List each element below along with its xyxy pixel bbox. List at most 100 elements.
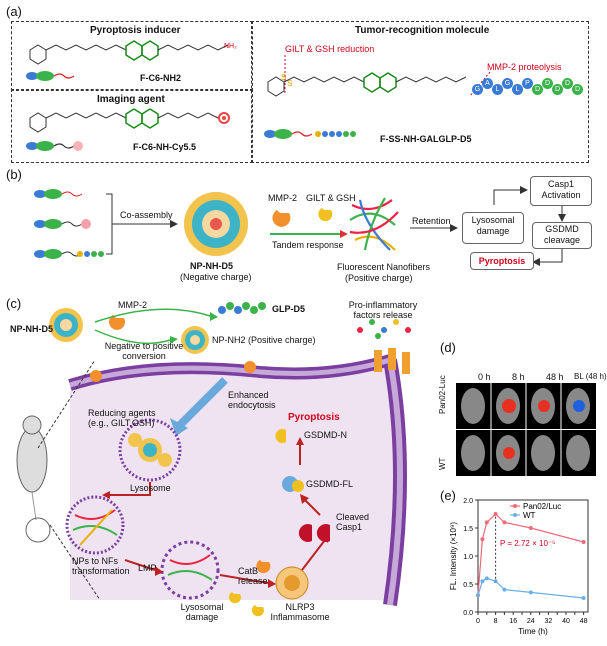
lmp-label: LMP [138,563,157,573]
box1-title: Pyroptosis inducer [90,25,181,36]
catb-label: CatB release [238,566,268,586]
cleaved-casp1-icon [298,524,330,542]
pyroptosis-inducer-box [11,21,253,91]
data-point [581,540,586,544]
neg-to-pos-label: Negative to positive conversion [104,341,184,361]
panel-e-label: (e) [440,488,456,503]
tandem-label: Tandem response [272,240,344,250]
svg-text:S: S [281,73,286,82]
data-point [528,590,533,595]
np-nh2-label: NP-NH2 (Positive charge) [212,335,316,345]
catb-icon [256,560,271,574]
glp-label: GLP-D5 [272,304,306,314]
x-tick-label: 40 [562,618,570,625]
peptide-residue: D [572,84,583,95]
monomer-3 [34,249,104,259]
np-charge: (Negative charge) [180,272,252,282]
mmp2-icon-c [109,315,126,330]
peptide-residue: G [502,78,513,89]
nlrp3-label: NLRP3 Inflammasome [270,602,330,622]
panel-b-label: (b) [6,167,22,182]
box3-compound: F-SS-NH-GALGLP-D5 [380,134,472,144]
cell-interior [70,360,402,600]
data-point [480,579,485,584]
peptide-residue: G [472,84,483,95]
peptide-residue: L [512,84,523,95]
peptide-residue: D [532,84,543,95]
lysosome-label: Lysosome [130,483,171,493]
legend-label: WT [523,511,536,520]
lysosome [118,418,182,482]
pyroptosis-pore [374,348,410,374]
np-name: NP-NH-D5 [190,261,234,271]
y-tick-label: 0.5 [463,582,473,589]
panel-c-label: (c) [6,296,22,311]
np-nh2-c [181,326,209,354]
gsdmd-fl-icon [282,476,304,492]
x-tick-label: 0 [476,618,480,625]
data-point [581,596,586,600]
data-point [493,512,498,516]
nf-name: Fluorescent Nanofibers [337,262,431,272]
tumor-recognition-box [251,21,589,163]
benzene-ring-1 [29,44,47,65]
box2-compound: F-C6-NH-Cy5.5 [133,142,197,152]
col-8h: 8 h [512,372,525,382]
p-value: P = 2.72 × 10⁻⁵ [500,539,555,548]
pyroptosis-c-label: Pyroptosis [288,412,340,423]
monomer-1 [34,189,83,199]
col-bl: BL (48 h) [574,372,607,381]
proinflammatory-factors [357,319,411,339]
data-point [502,587,507,592]
x-axis-label: Time (h) [518,627,548,636]
peptide-residue: A [482,78,493,89]
peptide-residue: P [522,78,533,89]
gilt-gsh-label: GILT & GSH [306,193,356,203]
gsdmd-n-icon [275,429,286,443]
peptide-residue: D [552,84,563,95]
svg-text:S: S [287,79,292,88]
data-point [502,520,507,525]
gilt-label: GILT & GSH reduction [285,44,375,54]
mmp2-c-label: MMP-2 [118,300,147,310]
x-tick-label: 8 [494,618,498,625]
mmp2-label: MMP-2 [268,193,297,203]
data-point [484,576,489,581]
np-inset-circle [25,517,51,543]
peptide-residue: D [562,78,573,89]
x-tick-label: 32 [545,618,553,625]
y-tick-label: 1.0 [463,554,473,561]
mmp-label: MMP-2 proteolysis [487,62,562,72]
np-to-nf-circle [65,495,125,555]
col-48h: 48 h [546,372,564,382]
glp-beads [218,302,266,314]
y-tick-label: 1.5 [463,526,473,533]
nf-charge: (Positive charge) [345,273,413,283]
box1-compound: F-C6-NH2 [140,73,182,83]
np-nhd5-c [49,308,83,342]
y-axis-label: FL. Intensity (×10⁹) [449,522,458,590]
np-nhd5-c-label: NP-NH-D5 [10,324,54,334]
nps-to-nfs-label: NPs to NFs transformation [72,556,130,576]
col-0h: 0 h [478,372,491,382]
y-tick-label: 2.0 [463,498,473,505]
svg-text:NH₂: NH₂ [224,43,237,50]
cleaved-casp1-label: Cleaved Casp1 [336,512,370,532]
panel-d-label: (d) [440,340,456,355]
np-nhd5-particle [184,192,248,256]
proinflam-label: Pro-inflammatory factors release [348,300,418,320]
box3-title: Tumor-recognition molecule [355,25,490,36]
cartoon-molecule-a2 [26,141,83,151]
lysosomal-damage-circle [160,540,220,600]
gsdmd-fl-label: GSDMD-FL [306,479,353,489]
casp1-box: Casp1 Activation [530,176,592,206]
peptide-residue: L [492,84,503,95]
panel-a-label: (a) [6,4,22,19]
legend-marker [513,513,517,517]
box2-title: Imaging agent [97,94,165,105]
